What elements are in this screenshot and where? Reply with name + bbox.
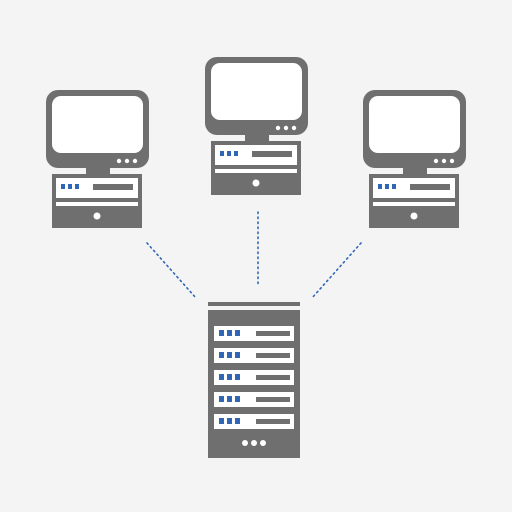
monitor-neck [245, 135, 269, 141]
case-panel [215, 169, 297, 173]
status-led [235, 374, 240, 380]
status-led [68, 184, 72, 189]
monitor-indicator [433, 158, 439, 164]
status-led [378, 184, 382, 189]
monitor-indicator [291, 125, 297, 131]
drive-slot [410, 184, 450, 190]
monitor-indicator [441, 158, 447, 164]
status-led [227, 396, 232, 402]
monitor-screen [369, 96, 460, 153]
link-right-to-server [311, 242, 362, 299]
status-led [219, 374, 224, 380]
rack-top-cap [208, 302, 300, 306]
monitor-indicator [275, 125, 281, 131]
rack-indicator [260, 440, 266, 446]
link-left-to-server [146, 242, 197, 299]
status-led [227, 151, 231, 156]
server-unit [214, 414, 294, 429]
status-led [392, 184, 396, 189]
monitor-indicator [132, 158, 138, 164]
drive-slot [256, 353, 290, 358]
status-led [227, 418, 232, 424]
status-led [219, 352, 224, 358]
status-led [61, 184, 65, 189]
status-led [235, 330, 240, 336]
server-rack-icon [208, 302, 300, 458]
status-led [219, 418, 224, 424]
drive-slot [256, 375, 290, 380]
monitor-screen [211, 63, 302, 120]
server-unit [214, 348, 294, 363]
status-led [234, 151, 238, 156]
monitor-screen [52, 96, 143, 153]
power-button [252, 179, 260, 187]
status-led [227, 352, 232, 358]
monitor-neck [403, 168, 427, 174]
monitor-indicator [449, 158, 455, 164]
case-panel [373, 202, 455, 206]
connections [146, 211, 362, 299]
desktop-computer-icon [363, 90, 466, 228]
status-led [227, 374, 232, 380]
status-led [385, 184, 389, 189]
status-led [219, 330, 224, 336]
drive-slot [252, 151, 292, 157]
drive-slot [93, 184, 133, 190]
drive-slot [256, 331, 290, 336]
status-led [235, 396, 240, 402]
rack-indicator [242, 440, 248, 446]
case-panel [56, 202, 138, 206]
server-unit [214, 326, 294, 341]
desktop-computer-icon [46, 90, 149, 228]
status-led [235, 418, 240, 424]
monitor-neck [86, 168, 110, 174]
desktop-computer-icon [205, 57, 308, 195]
power-button [410, 212, 418, 220]
rack-indicator [251, 440, 257, 446]
status-led [75, 184, 79, 189]
monitor-indicator [116, 158, 122, 164]
server-unit [214, 370, 294, 385]
server-unit [214, 392, 294, 407]
status-led [235, 352, 240, 358]
power-button [93, 212, 101, 220]
status-led [219, 396, 224, 402]
drive-slot [256, 397, 290, 402]
monitor-indicator [283, 125, 289, 131]
monitor-indicator [124, 158, 130, 164]
drive-slot [256, 419, 290, 424]
status-led [227, 330, 232, 336]
status-led [220, 151, 224, 156]
